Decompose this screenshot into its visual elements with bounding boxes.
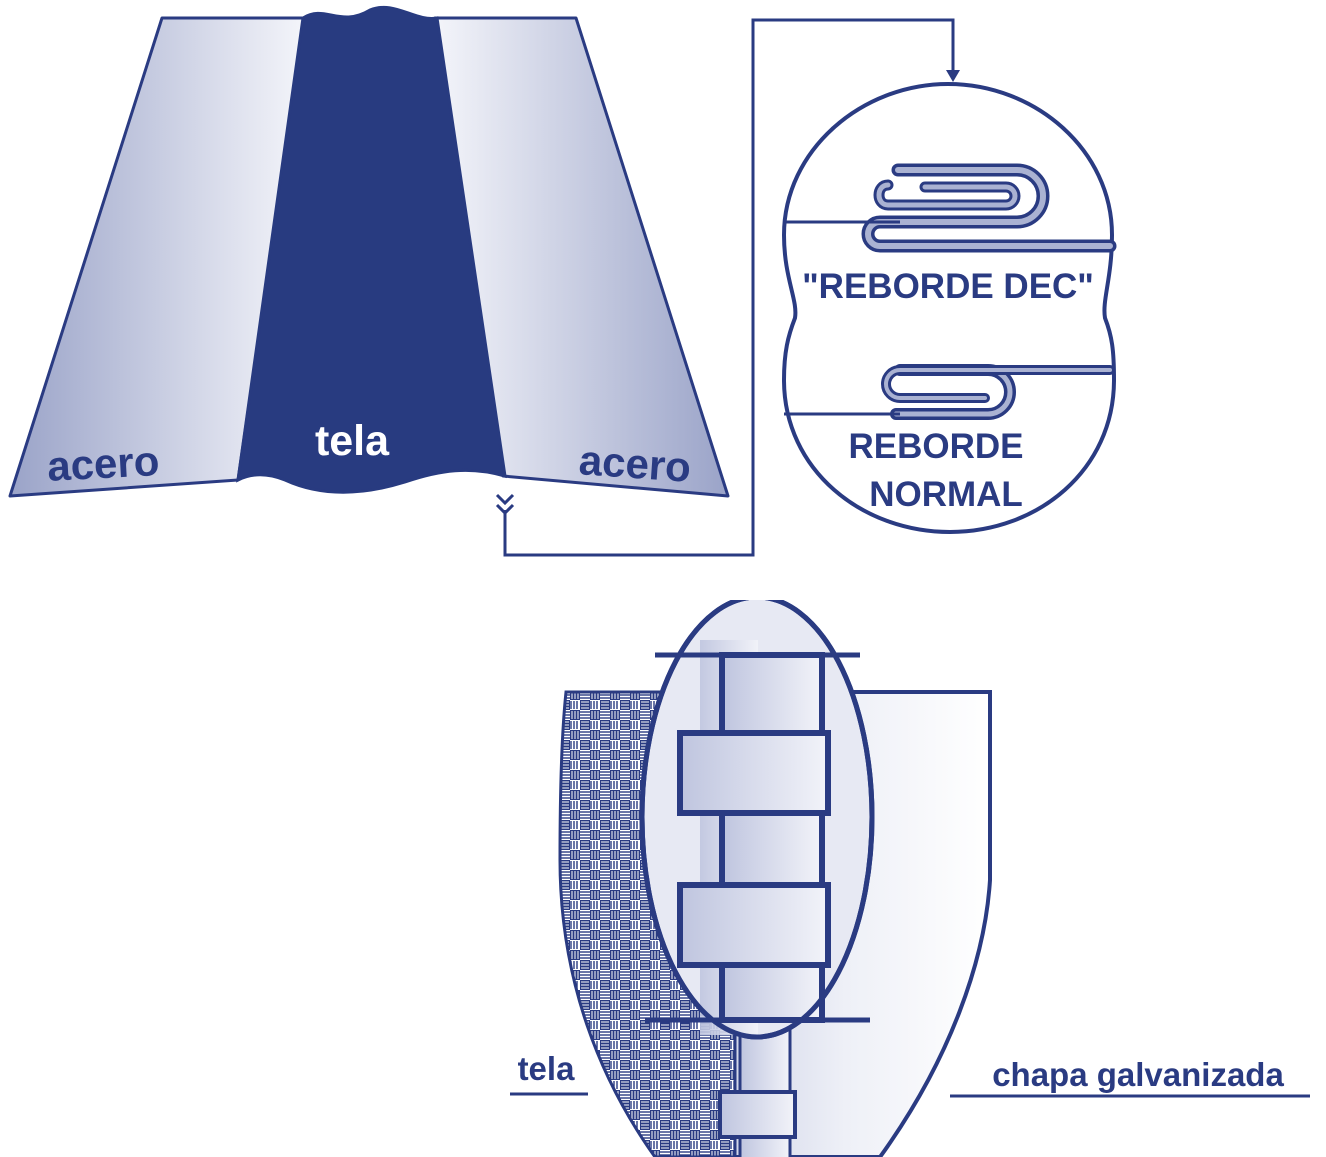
arrow-down-icon xyxy=(946,70,960,82)
fabric-strip xyxy=(236,5,507,494)
sheet-callout: chapa galvanizada xyxy=(950,1056,1310,1098)
detail-outline xyxy=(781,81,1117,535)
magnifier-lens xyxy=(639,600,875,1040)
fabric-label: tela xyxy=(315,417,390,465)
normal-fold-label-2: NORMAL xyxy=(869,475,1023,514)
double-fold-label: "REBORDE DEC" xyxy=(802,267,1094,306)
right-steel-label: acero xyxy=(577,436,692,491)
top-panel: tela acero acero xyxy=(8,5,730,498)
bottom-fabric-label: tela xyxy=(518,1050,576,1087)
fabric-callout: tela xyxy=(510,1050,588,1096)
normal-fold-label-1: REBORDE xyxy=(848,427,1023,466)
chevron-down-icon xyxy=(495,493,515,516)
normal-fold-seam xyxy=(784,364,1115,420)
galvanized-sheet-label: chapa galvanizada xyxy=(992,1056,1284,1093)
seam-detail-callout: "REBORDE DEC" REBORDE NORMAL xyxy=(781,81,1117,535)
bottom-panel xyxy=(558,600,992,1157)
callout-connector xyxy=(495,18,960,557)
left-steel-label: acero xyxy=(46,437,160,490)
double-fold-seam xyxy=(784,163,1117,253)
